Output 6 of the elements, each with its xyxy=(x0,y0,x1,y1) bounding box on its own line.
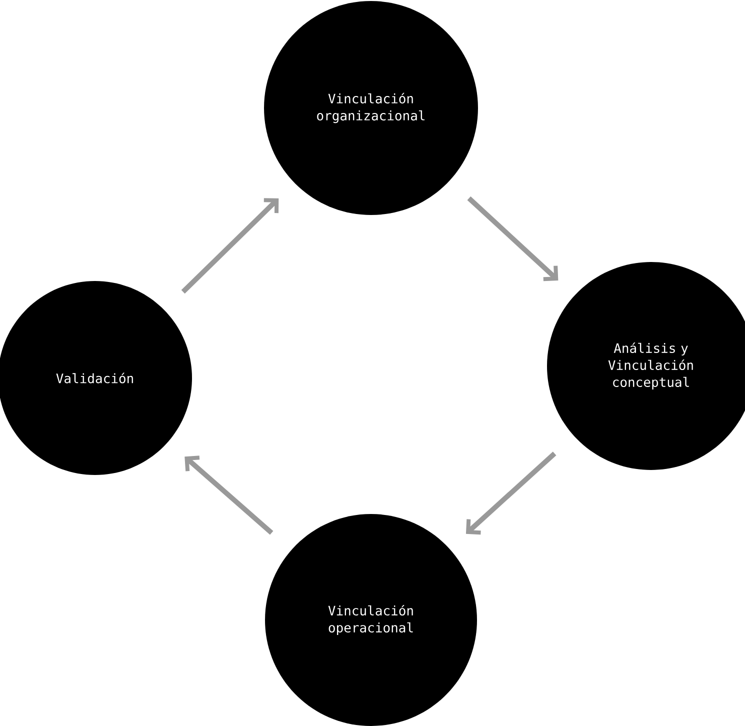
circle-node: Vinculación organizacional xyxy=(264,1,478,215)
arrow xyxy=(181,198,279,294)
arrow xyxy=(466,452,556,535)
circle-node: Vinculación operacional xyxy=(265,514,477,726)
arrow xyxy=(467,196,558,282)
arrow xyxy=(184,456,274,535)
